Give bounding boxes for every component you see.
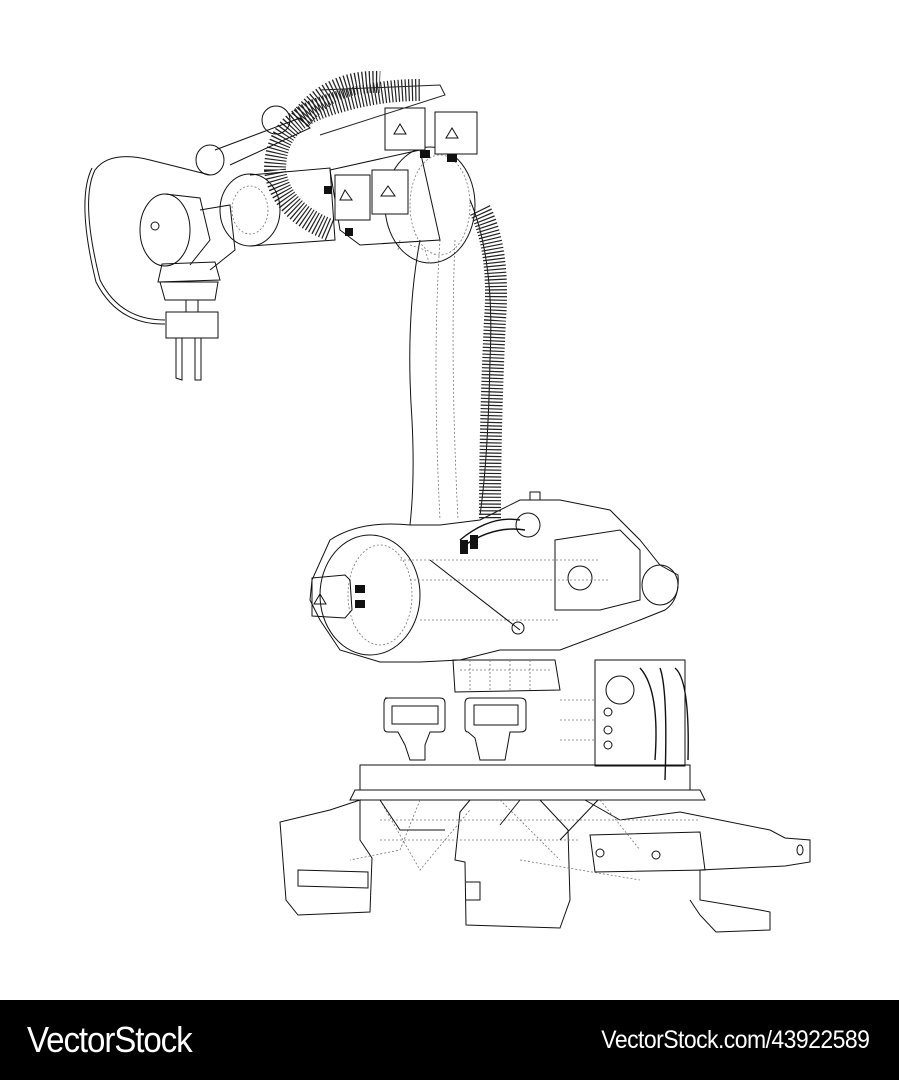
robot-forearm <box>195 105 336 247</box>
robot-arm-drawing <box>84 70 811 933</box>
image-id-link: VectorStock.com/43922589 <box>600 1026 870 1054</box>
vectorstock-logo: VectorStock <box>27 1019 193 1060</box>
robot-elbow <box>324 107 478 266</box>
robot-gripper <box>84 156 236 381</box>
robot-upper-arm <box>409 199 507 526</box>
robot-base <box>279 764 811 933</box>
robot-arm-illustration <box>84 70 811 933</box>
cable-hose <box>263 70 446 241</box>
robot-turret <box>383 659 689 781</box>
watermark-footer: VectorStock VectorStock.com/43922589 <box>0 1000 899 1080</box>
robot-shoulder <box>309 491 679 663</box>
